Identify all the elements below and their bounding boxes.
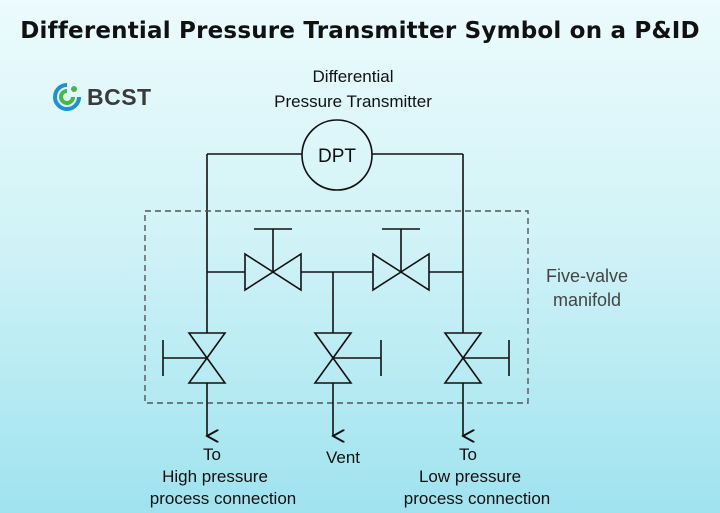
vent-label: Vent	[326, 448, 360, 467]
vent-valve	[313, 332, 382, 384]
transmitter-label-line2: Pressure Transmitter	[274, 92, 432, 111]
dpt-instrument-bubble	[301, 119, 373, 191]
five-valve-manifold-boundary	[144, 210, 529, 404]
low-connection-line2: Low pressure	[419, 467, 521, 486]
bcst-logo: BCST	[52, 82, 152, 112]
high-connection-line3: process connection	[150, 489, 296, 508]
diagram-title: Differential Pressure Transmitter Symbol…	[20, 18, 700, 44]
low-pressure-block-valve	[443, 332, 510, 384]
piping	[206, 153, 464, 333]
transmitter-label-line1: Differential	[313, 67, 394, 86]
dpt-tag: DPT	[318, 146, 356, 167]
equalizing-valve-right	[372, 228, 430, 292]
outlet-arrows	[207, 383, 463, 436]
low-connection-line3: process connection	[404, 489, 550, 508]
bcst-logo-icon	[53, 83, 81, 111]
manifold-label-line2: manifold	[553, 290, 621, 310]
high-pressure-block-valve	[162, 332, 227, 384]
high-connection-line1: To	[203, 445, 221, 464]
low-connection-line1: To	[459, 445, 477, 464]
equalizing-valve-left	[244, 228, 302, 292]
bcst-logo-text: BCST	[87, 83, 152, 110]
high-connection-line2: High pressure	[162, 467, 268, 486]
manifold-label-line1: Five-valve	[546, 266, 628, 286]
